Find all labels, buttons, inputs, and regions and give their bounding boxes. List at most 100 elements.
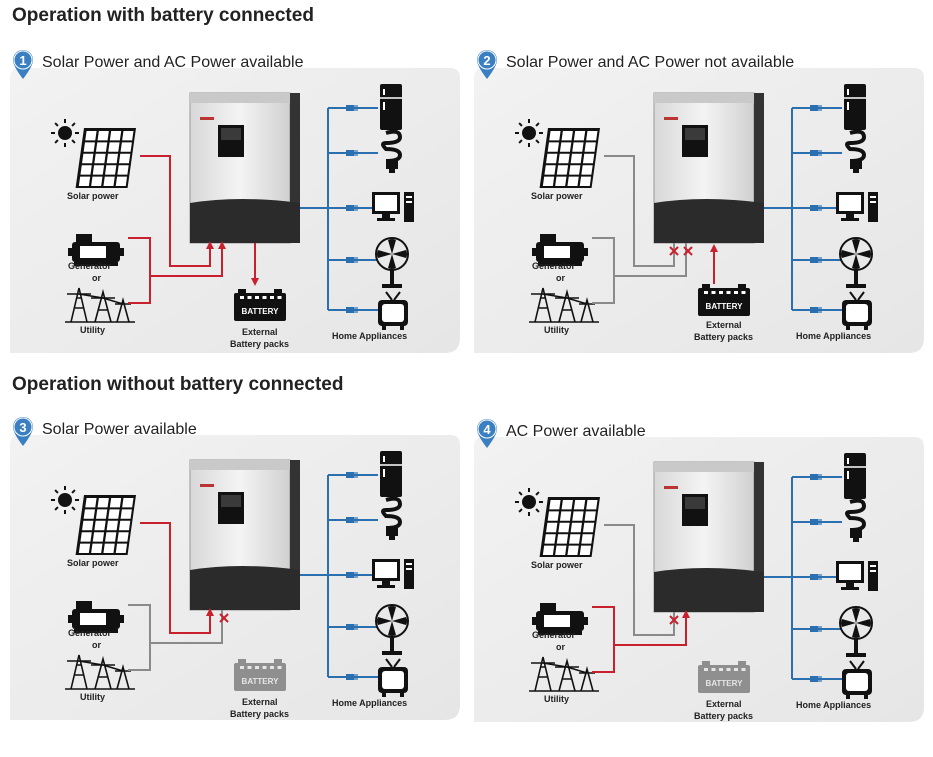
plug-icon [346, 205, 358, 211]
bulb-icon [845, 498, 867, 542]
svg-text:1: 1 [19, 53, 26, 68]
panel-title: Solar Power and AC Power not available [506, 54, 795, 71]
svg-text:2: 2 [483, 53, 490, 68]
generator-label: Generator [532, 261, 576, 271]
solar-input-line [604, 524, 675, 636]
battery-text: BATTERY [242, 677, 280, 686]
arrow-ac [218, 241, 226, 249]
solar-panel-icon [539, 497, 600, 557]
panel-diagram: BATTERY [10, 435, 460, 720]
battery-label-line2: Battery packs [230, 339, 290, 349]
panel-2: BATTERY 2 Solar Power and AC Power not a… [474, 48, 924, 388]
plug-icon [810, 150, 822, 156]
fridge-icon [844, 453, 866, 499]
computer-icon [372, 192, 414, 222]
battery-label-line2: Battery packs [694, 332, 754, 342]
tv-icon [378, 658, 408, 697]
cross-mark-icon [683, 246, 693, 256]
plug-icon [346, 257, 358, 263]
svg-text:3: 3 [19, 420, 26, 435]
step-badge: 4 [474, 417, 500, 454]
utility-tower-icon [65, 287, 135, 323]
inverter-icon [653, 92, 764, 244]
plug-icon [346, 472, 358, 478]
plug-icon [810, 257, 822, 263]
computer-icon [372, 559, 414, 589]
battery-label-line1: External [242, 697, 278, 707]
inverter-icon [189, 92, 300, 244]
fridge-icon [844, 84, 866, 130]
generator-icon [68, 601, 124, 633]
arrow-ac [682, 610, 690, 618]
bulb-icon [381, 496, 403, 540]
generator-icon [532, 234, 588, 266]
utility-label: Utility [544, 325, 570, 335]
solar-label: Solar power [531, 191, 583, 201]
battery-label-line1: External [706, 699, 742, 709]
plug-icon [810, 519, 822, 525]
computer-icon [836, 192, 878, 222]
solar-panel-icon [539, 128, 600, 188]
plug-icon [810, 626, 822, 632]
fridge-icon [380, 84, 402, 130]
generator-label: Generator [532, 630, 576, 640]
arrow-battery-charge [251, 278, 259, 286]
battery-label-line2: Battery packs [694, 711, 754, 721]
solar-input-line [604, 155, 675, 267]
panel-title: AC Power available [506, 423, 646, 440]
inverter-icon [189, 459, 300, 611]
plug-icon [346, 307, 358, 313]
plug-icon [810, 105, 822, 111]
svg-text:4: 4 [483, 422, 491, 437]
appliances-label: Home Appliances [332, 331, 408, 341]
plug-icon [810, 676, 822, 682]
solar-label: Solar power [67, 558, 119, 568]
solar-label: Solar power [531, 560, 583, 570]
fan-icon [839, 237, 873, 288]
generator-label: Generator [68, 628, 112, 638]
battery-icon: BATTERY [698, 661, 750, 693]
battery-icon: BATTERY [234, 659, 286, 691]
solar-panel-icon [75, 128, 136, 188]
battery-icon: BATTERY [234, 289, 286, 321]
inverter-icon [653, 461, 764, 613]
or-label: or [556, 273, 565, 283]
arrow-battery-discharge [710, 244, 718, 252]
battery-label-line1: External [242, 327, 278, 337]
or-label: or [92, 640, 101, 650]
battery-text: BATTERY [706, 679, 744, 688]
battery-label-line1: External [706, 320, 742, 330]
generator-label: Generator [68, 261, 112, 271]
utility-label: Utility [80, 325, 106, 335]
generator-icon [532, 603, 588, 635]
sun-icon [51, 486, 79, 514]
sun-icon [515, 488, 543, 516]
tv-icon [842, 660, 872, 699]
utility-input-line [128, 276, 151, 304]
solar-input-line [140, 522, 211, 634]
battery-label-line2: Battery packs [230, 709, 290, 719]
plug-icon [346, 572, 358, 578]
section-title-with-battery: Operation with battery connected [12, 5, 314, 26]
plug-icon [346, 105, 358, 111]
step-badge: 3 [10, 415, 36, 452]
cross-mark-icon [669, 246, 679, 256]
plug-icon [810, 307, 822, 313]
or-label: or [92, 273, 101, 283]
plug-icon [810, 574, 822, 580]
appliances-label: Home Appliances [796, 331, 872, 341]
panel-1: BATTERY 1 Solar Power and AC Power avail… [10, 48, 460, 388]
plug-icon [810, 474, 822, 480]
cross-mark-icon [219, 613, 229, 623]
utility-input-line [128, 643, 151, 671]
plug-icon [810, 205, 822, 211]
utility-label: Utility [80, 692, 106, 702]
panel-diagram: BATTERY [474, 437, 924, 722]
tv-icon [378, 291, 408, 330]
fan-icon [839, 606, 873, 657]
battery-text: BATTERY [706, 302, 744, 311]
tv-icon [842, 291, 872, 330]
panel-title: Solar Power available [42, 421, 197, 438]
